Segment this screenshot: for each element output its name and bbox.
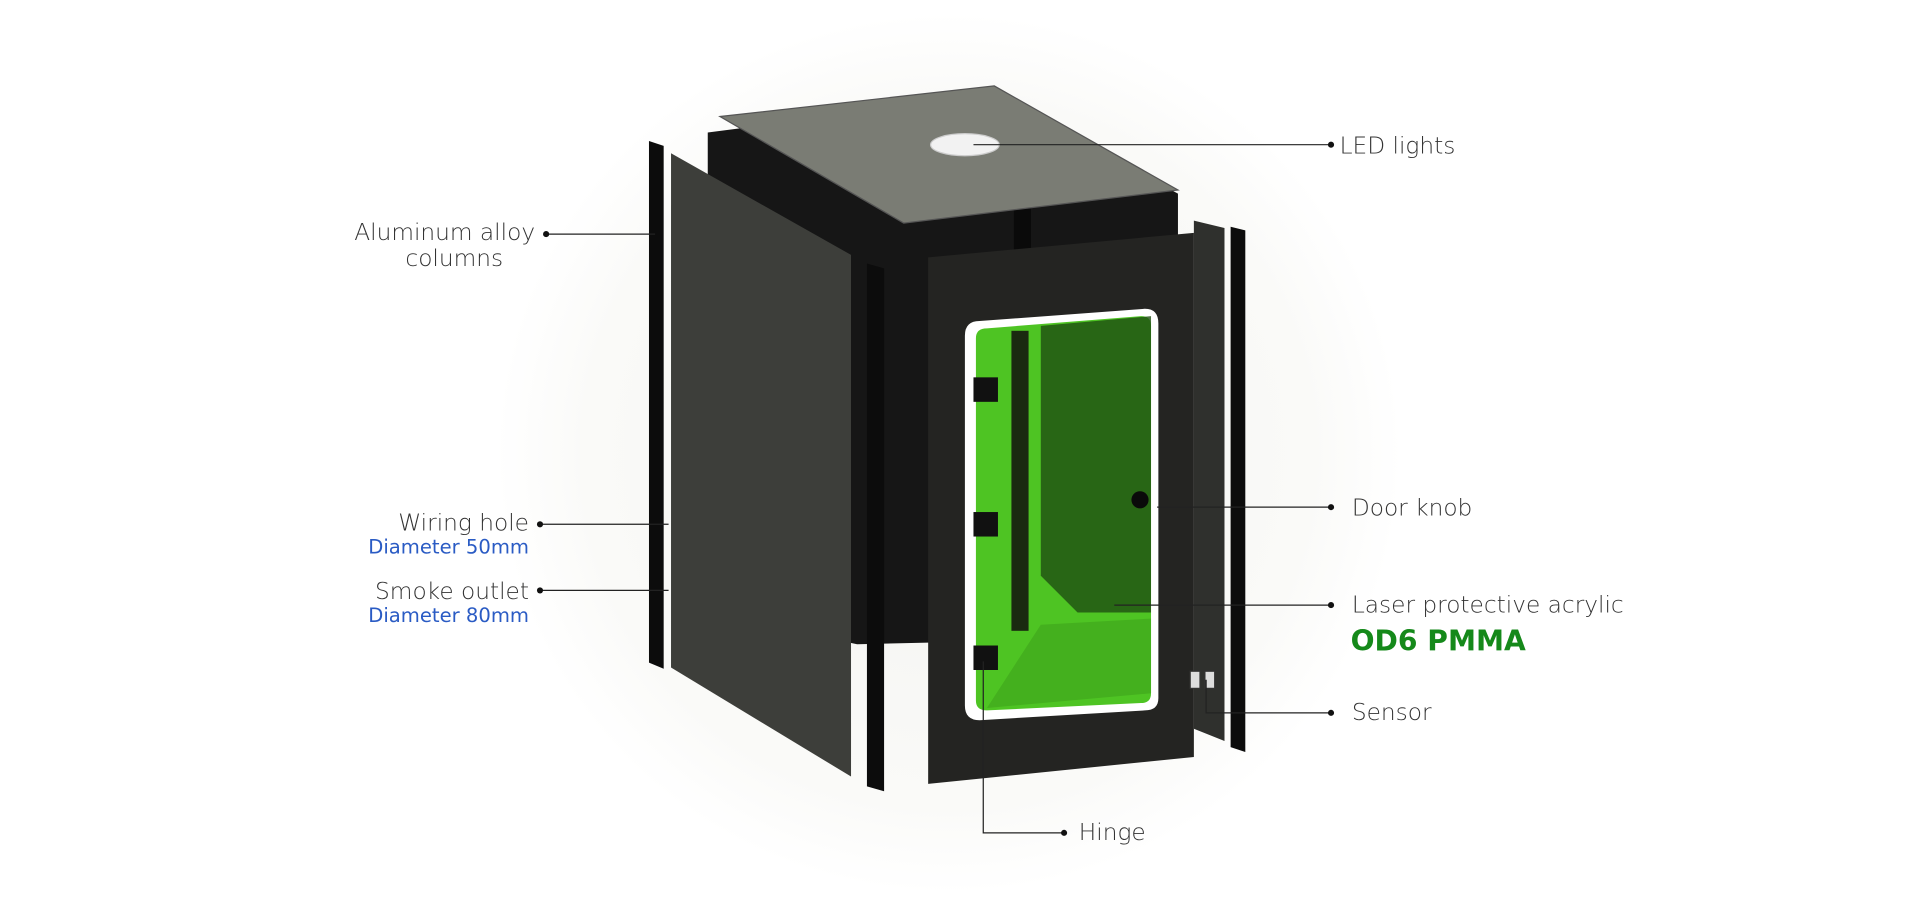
label-columns-1: Aluminum alloy (354, 219, 535, 246)
right-side-panel (1193, 220, 1225, 742)
dot-acrylic (1327, 602, 1335, 609)
dot-knob (1327, 504, 1335, 511)
label-smoke-outlet: Smoke outlet (375, 578, 529, 605)
aluminum-column-front (866, 263, 885, 792)
hinge-top (973, 377, 998, 402)
inner-edge (1011, 330, 1029, 631)
left-side-panel (671, 153, 852, 777)
door-knob (1131, 491, 1149, 509)
label-acrylic: Laser protective acrylic (1352, 591, 1624, 618)
hinge-bottom (973, 645, 998, 670)
aluminum-column-right (1230, 226, 1246, 753)
dot-led (1327, 141, 1335, 148)
aluminum-column-left (648, 141, 664, 669)
dot-smoke (536, 587, 544, 594)
hinge-middle (973, 512, 998, 537)
leader-sensor (1205, 679, 1332, 714)
label-wiring-hole: Wiring hole (398, 509, 529, 536)
sensor-a (1189, 670, 1201, 689)
label-door-knob: Door knob (1352, 495, 1472, 522)
sensor-b (1204, 670, 1216, 689)
label-wiring-diameter: Diameter 50mm (368, 536, 529, 559)
label-columns-2: columns (405, 245, 503, 272)
leader-hinge (982, 661, 1065, 834)
label-smoke-diameter: Diameter 80mm (368, 604, 529, 627)
dot-hinge (1061, 829, 1068, 836)
acrylic-floor (986, 618, 1152, 708)
dot-columns (543, 231, 550, 238)
label-od6-pmma: OD6 PMMA (1351, 624, 1526, 657)
label-sensor: Sensor (1352, 699, 1432, 726)
label-led-lights: LED lights (1340, 132, 1456, 159)
dot-sensor (1327, 709, 1335, 716)
label-hinge: Hinge (1079, 819, 1146, 846)
acrylic-shadow (1040, 316, 1152, 613)
dot-wiring (536, 521, 544, 528)
